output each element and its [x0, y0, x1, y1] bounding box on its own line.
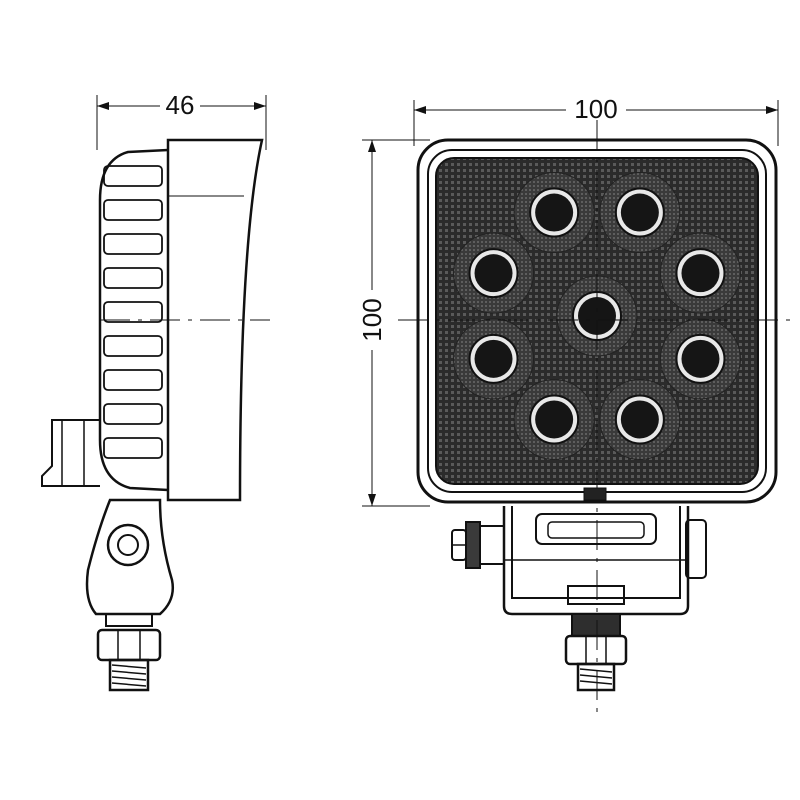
side-cooling-fins	[103, 165, 163, 459]
front-mount-assembly	[564, 613, 628, 692]
front-side-bolt	[451, 521, 505, 569]
front-bracket	[502, 506, 707, 616]
front-view: 100 100	[356, 93, 798, 720]
led-reflector	[599, 378, 681, 460]
side-width-label: 46	[166, 90, 195, 120]
side-mount-nut	[96, 628, 162, 662]
side-view: 46	[41, 88, 270, 692]
led-reflector	[453, 232, 535, 314]
led-reflector	[659, 318, 741, 400]
side-width-dimension: 46	[96, 88, 267, 150]
side-cable-gland	[41, 419, 100, 487]
led-reflector	[453, 318, 535, 400]
front-width-dimension: 100	[413, 93, 779, 146]
side-bracket	[85, 498, 174, 616]
front-height-dimension: 100	[356, 139, 430, 507]
led-reflector	[599, 172, 681, 254]
side-mount-stud	[108, 658, 150, 692]
led-array	[453, 172, 741, 460]
side-housing-front	[166, 138, 264, 502]
side-mount-washer	[105, 613, 153, 627]
led-reflector	[659, 232, 741, 314]
led-reflector	[556, 275, 638, 357]
side-pivot-bolt	[106, 523, 150, 567]
led-reflector	[513, 172, 595, 254]
front-width-label: 100	[574, 94, 617, 124]
front-height-label: 100	[357, 298, 387, 341]
led-reflector	[513, 378, 595, 460]
front-bottom-tab	[583, 487, 607, 501]
